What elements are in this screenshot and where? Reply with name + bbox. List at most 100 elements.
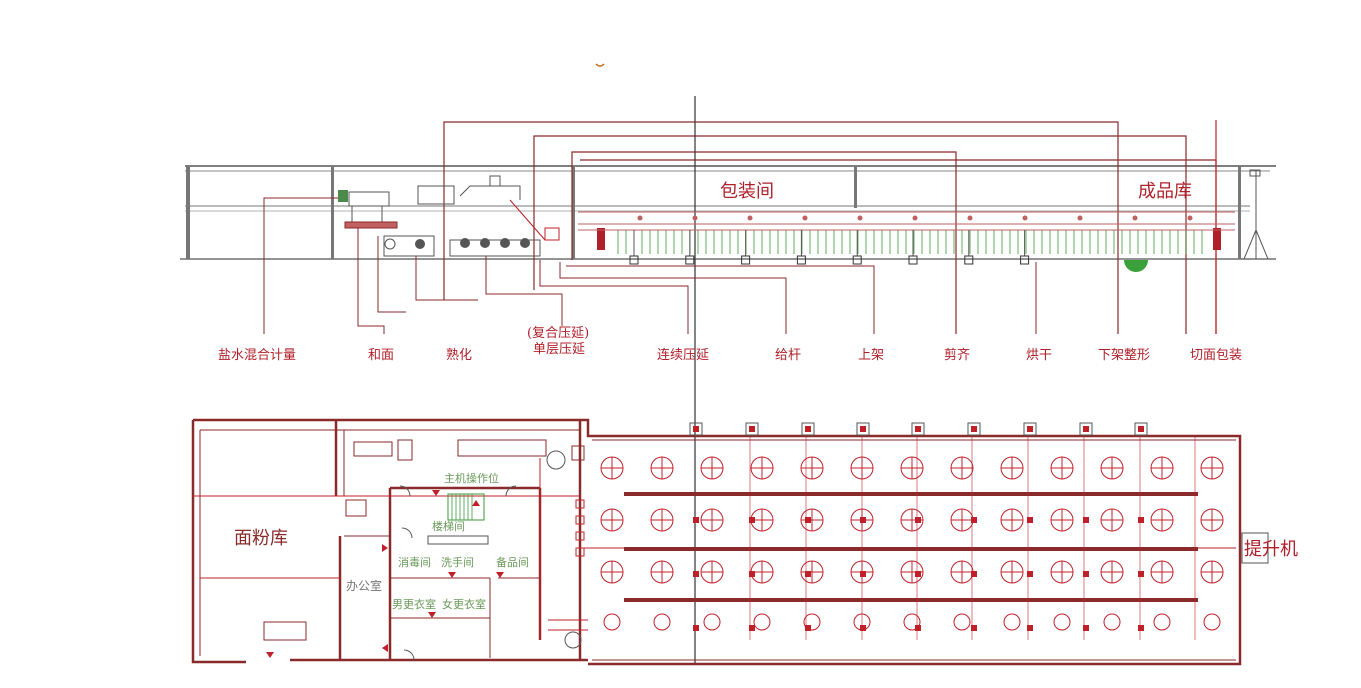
- room-elevator: 提升机: [1244, 539, 1298, 560]
- process-leaders: [263, 197, 1037, 334]
- column-head: [967, 422, 981, 436]
- room-office: 办公室: [346, 578, 382, 593]
- column-marker: [1083, 517, 1089, 523]
- label-mixing: 和面: [368, 348, 394, 363]
- label-unload: 下架整形: [1098, 348, 1150, 363]
- label-brine: 盐水混合计量: [218, 348, 296, 363]
- drying-fan-circle-small: [703, 613, 721, 631]
- column-head: [801, 422, 815, 436]
- rail-pulley: [967, 215, 973, 221]
- rail-pulley: [1022, 215, 1028, 221]
- fan-unit: [908, 255, 918, 265]
- label-compound: (复合压延): [527, 326, 589, 341]
- column-head: [745, 422, 759, 436]
- stairs: [427, 493, 489, 545]
- column-marker: [971, 571, 977, 577]
- room-spare-parts: 备品间: [496, 555, 529, 569]
- column-marker: [915, 571, 921, 577]
- column-marker: [805, 571, 811, 577]
- fan-unit: [741, 255, 751, 265]
- column-head: [911, 422, 925, 436]
- wall-mid-1: [331, 166, 334, 259]
- elevator-box: [1241, 532, 1269, 564]
- column-head-dot: [915, 426, 921, 432]
- column-marker: [915, 625, 921, 631]
- drying-fan-circle-small: [1153, 613, 1171, 631]
- label-feed-rod: 给杆: [775, 348, 801, 363]
- fan-unit: [964, 255, 974, 265]
- column-marker: [805, 517, 811, 523]
- mixing-equipment: [338, 175, 560, 257]
- column-marker: [805, 625, 811, 631]
- column-marker: [1138, 625, 1144, 631]
- drying-fan-circle-small: [603, 613, 621, 631]
- rail-pulley: [802, 215, 808, 221]
- room-disinfect: 消毒间: [398, 555, 431, 569]
- zone-packing-room: 包装间: [720, 181, 774, 202]
- column-head: [1079, 422, 1093, 436]
- column-marker: [1027, 517, 1033, 523]
- column-marker: [693, 625, 699, 631]
- column-head-dot: [749, 426, 755, 432]
- column-marker: [1083, 625, 1089, 631]
- drying-fan-circle-small: [1203, 613, 1221, 631]
- column-marker: [693, 517, 699, 523]
- column-marker: [860, 517, 866, 523]
- column-head: [689, 422, 703, 436]
- column-head-dot: [1138, 426, 1144, 432]
- doors: [399, 450, 585, 661]
- column-marker: [1027, 571, 1033, 577]
- label-single: 单层压延: [533, 342, 585, 357]
- column-head-dot: [693, 426, 699, 432]
- drying-line: [578, 211, 1235, 272]
- plan-walls: [191, 418, 1242, 666]
- column-marker: [915, 517, 921, 523]
- column-head-dot: [860, 426, 866, 432]
- label-cut-pack: 切面包装: [1190, 348, 1242, 363]
- rack-rails: [624, 492, 1198, 602]
- wall-right: [1238, 166, 1241, 259]
- column-head-dot: [971, 426, 977, 432]
- column-marker: [1083, 571, 1089, 577]
- room-male-changing: 男更衣室: [392, 597, 436, 611]
- column-marker: [971, 625, 977, 631]
- drying-fan-circle-small: [753, 613, 771, 631]
- drying-fan-circle-small: [1003, 613, 1021, 631]
- column-marker: [971, 517, 977, 523]
- top-mark: [595, 63, 605, 67]
- rail-pulley: [857, 215, 863, 221]
- drying-fan-circle-small: [803, 613, 821, 631]
- wall-mid-3: [854, 166, 857, 208]
- rail-pulley: [1187, 215, 1193, 221]
- floor-plan: 面粉库 主机操作位 楼梯间 消毒间 洗手间 备品间 办公室 男更衣室 女更衣室 …: [191, 418, 1298, 666]
- column-head: [1023, 422, 1037, 436]
- discharge-wheel: [1124, 260, 1148, 272]
- label-trim: 剪齐: [944, 347, 970, 363]
- drying-fan-circle-small: [1103, 613, 1121, 631]
- column-marker: [1027, 625, 1033, 631]
- column-marker: [1138, 571, 1144, 577]
- fan-unit: [629, 255, 639, 265]
- zone-finished-storage: 成品库: [1138, 181, 1192, 202]
- column-marker: [749, 517, 755, 523]
- room-washroom: 洗手间: [441, 555, 474, 569]
- column-head: [1134, 422, 1148, 436]
- plan-inner-lines: [199, 429, 1236, 661]
- column-head-dot: [1027, 426, 1033, 432]
- flow-arrows: [266, 490, 504, 658]
- label-dry: 烘干: [1026, 348, 1052, 363]
- label-maturing: 熟化: [446, 347, 472, 363]
- fan-unit: [796, 255, 806, 265]
- elevation-view: 包装间 成品库 盐水混合计量 和面 熟化 (复合压延) 单层压延 连续压延 给杆…: [180, 63, 1276, 664]
- room-female-changing: 女更衣室: [442, 597, 486, 611]
- label-load-rack: 上架: [858, 348, 884, 363]
- wall-mid-2: [572, 166, 575, 259]
- fan-unit: [685, 255, 695, 265]
- drying-fan-circle-small: [653, 613, 671, 631]
- rail-pulley: [637, 215, 643, 221]
- rail-pulley: [747, 215, 753, 221]
- room-main-console: 主机操作位: [444, 471, 499, 485]
- rail-pulley: [912, 215, 918, 221]
- drying-fan-circle-small: [903, 613, 921, 631]
- column-marker: [749, 625, 755, 631]
